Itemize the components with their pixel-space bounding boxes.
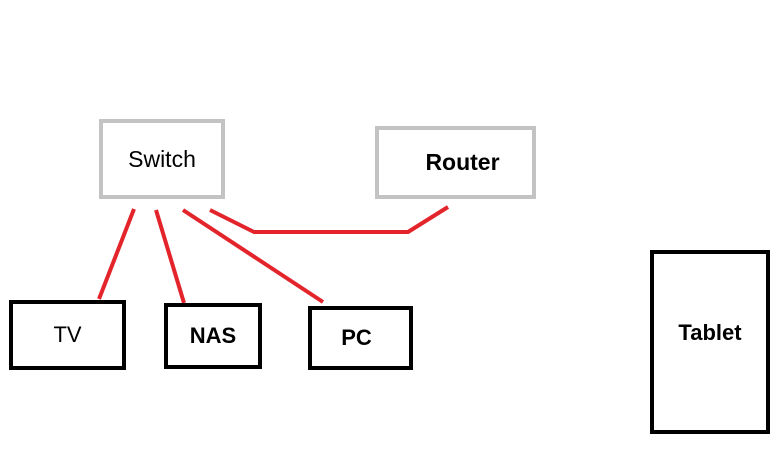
tablet-node: Tablet <box>650 250 770 434</box>
nas-node: NAS <box>164 303 262 369</box>
router-node: Router <box>375 126 536 199</box>
switch-label: Switch <box>128 145 196 172</box>
switch-node: Switch <box>99 119 225 199</box>
link-switch-router <box>209 205 450 234</box>
nas-label: NAS <box>189 323 237 348</box>
link-switch-nas <box>154 209 186 304</box>
pc-label: PC <box>341 325 372 350</box>
link-switch-tv <box>97 208 136 300</box>
router-label: Router <box>425 149 500 175</box>
link-switch-pc <box>181 208 325 304</box>
tv-label: TV <box>53 322 82 347</box>
tv-node: TV <box>9 300 126 370</box>
pc-node: PC <box>308 306 413 370</box>
tablet-label: Tablet <box>678 320 742 345</box>
